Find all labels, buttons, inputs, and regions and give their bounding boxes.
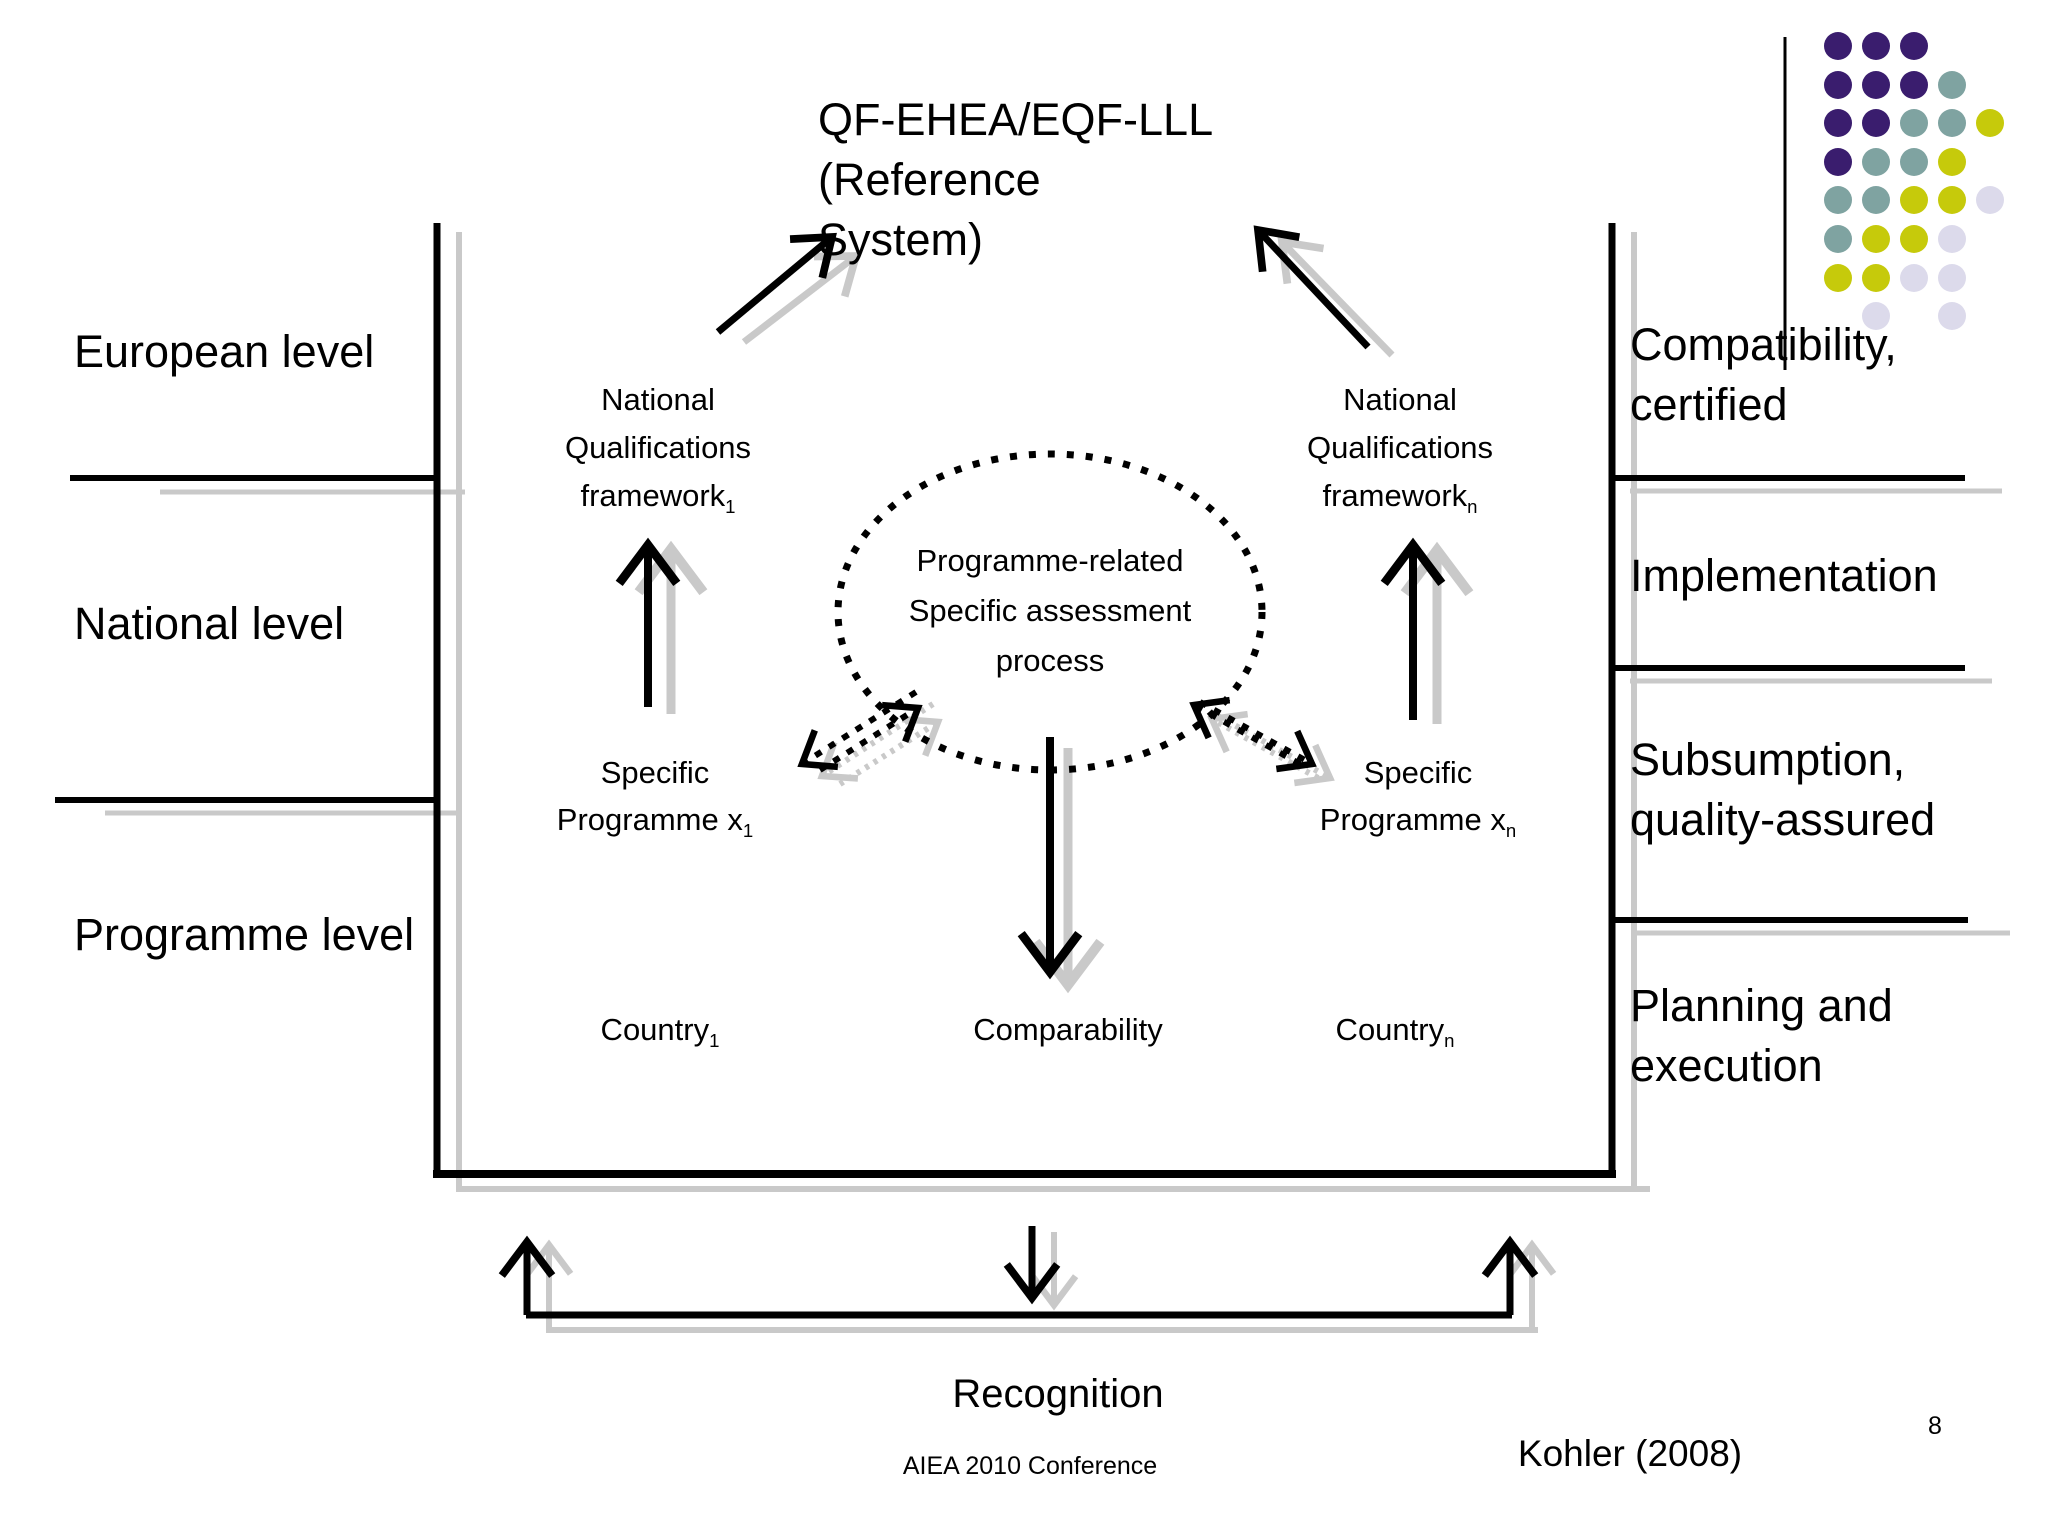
- logo-dot: [1862, 225, 1890, 253]
- sp1-base: Programme x: [556, 802, 743, 837]
- logo-dot: [1938, 70, 1966, 99]
- subsumption-line-2: quality-assured: [1630, 794, 1936, 845]
- nqf1-line-1: National: [601, 382, 715, 417]
- arrow-nqfn-to-title: [1253, 225, 1371, 350]
- footer-citation: Kohler (2008): [1517, 1433, 1743, 1474]
- label-subsumption: Subsumption, quality-assured: [1630, 730, 1935, 850]
- title-line-3: System): [818, 214, 984, 265]
- spn-line-1: Specific: [1363, 755, 1473, 790]
- shadow-dotted-spn-to-ellipse: [1207, 710, 1320, 781]
- logo-dot: [1900, 263, 1928, 292]
- nqf1-subscript: 1: [725, 496, 736, 518]
- ellipse-line-1: Programme-related: [916, 543, 1184, 578]
- logo-dot: [1862, 302, 1890, 331]
- logo-dot: [1900, 147, 1928, 176]
- footer-conference: AIEA 2010 Conference: [902, 1452, 1158, 1480]
- nqf1-base: framework: [580, 478, 726, 513]
- planning-line-2: execution: [1630, 1040, 1823, 1091]
- logo-dot: [1862, 147, 1890, 176]
- logo-dot: [1862, 109, 1890, 138]
- spn-base: Programme x: [1319, 802, 1506, 837]
- label-nqf-1: National Qualifications framework1: [565, 376, 751, 531]
- slide-title: QF-EHEA/EQF-LLL (Reference System): [818, 90, 1213, 270]
- nqfn-base: framework: [1322, 478, 1468, 513]
- label-recognition: Recognition: [952, 1372, 1164, 1416]
- sp1-line-2: Programme x1: [557, 796, 753, 854]
- logo-dot: [1900, 109, 1928, 138]
- logo-dot: [1862, 70, 1890, 99]
- shadow-arrow-right-to-title: [1277, 237, 1395, 358]
- implementation-line-1: Implementation: [1630, 550, 1938, 601]
- subsumption-line-1: Subsumption,: [1630, 734, 1906, 785]
- logo-dot: [1824, 32, 1852, 60]
- shadow-arrow-left-to-title: [741, 252, 862, 345]
- logo-dot: [1862, 263, 1890, 292]
- dotted-arrow-ellipse-to-spn: [1198, 699, 1317, 773]
- logo-dot: [1824, 225, 1852, 253]
- logo-dot: [1938, 147, 1966, 176]
- logo-dot: [1938, 263, 1966, 292]
- title-line-2: (Reference: [818, 154, 1041, 205]
- compatibility-line-2: certified: [1630, 379, 1788, 430]
- countryn-subscript: n: [1444, 1030, 1455, 1052]
- logo-dot: [1900, 70, 1928, 99]
- country1-subscript: 1: [709, 1030, 720, 1052]
- arrow-nqf1-to-title: [715, 232, 837, 335]
- logo-dot: [1824, 263, 1852, 292]
- logo-dot: [1976, 186, 2004, 215]
- page-number: 8: [1928, 1412, 1942, 1440]
- logo-dot: [1824, 70, 1852, 99]
- label-european-level: European level: [74, 326, 375, 377]
- spn-line-2: Programme xn: [1320, 796, 1516, 854]
- logo-dot: [1976, 109, 2004, 138]
- sp1-line-1: Specific: [600, 755, 710, 790]
- planning-line-1: Planning and: [1630, 980, 1893, 1031]
- logo-dot: [1824, 147, 1852, 176]
- country1-base: Country: [600, 1012, 710, 1047]
- spn-subscript: n: [1505, 820, 1517, 842]
- label-national-level: National level: [74, 598, 345, 649]
- label-implementation: Implementation: [1630, 546, 1938, 606]
- logo-dot: [1938, 109, 1966, 138]
- dotted-arrow-sp1-to-ellipse: [818, 701, 923, 773]
- label-compatibility-certified: Compatibility, certified: [1630, 315, 1897, 435]
- title-line-1: QF-EHEA/EQF-LLL: [818, 94, 1214, 145]
- label-programme-level: Programme level: [74, 909, 415, 960]
- compatibility-line-1: Compatibility,: [1630, 319, 1897, 370]
- label-assessment-process: Programme-related Specific assessment pr…: [909, 536, 1192, 686]
- logo-dot: [1900, 32, 1928, 60]
- nqfn-line-3: frameworkn: [1307, 472, 1493, 531]
- logo-dot: [1938, 302, 1966, 331]
- label-specific-programme-xn: Specific Programme xn: [1320, 749, 1516, 854]
- label-planning-execution: Planning and execution: [1630, 976, 1893, 1096]
- countryn-base: Country: [1335, 1012, 1445, 1047]
- assessment-process-ellipse: [834, 450, 1266, 774]
- shadow-dotted-ellipse-to-spn: [1216, 713, 1335, 787]
- nqfn-line-2: Qualifications: [1306, 430, 1494, 465]
- logo-dot: [1900, 186, 1928, 215]
- ellipse-line-3: process: [995, 643, 1105, 678]
- label-specific-programme-x1: Specific Programme x1: [557, 749, 753, 854]
- shadow-dotted-ellipse-to-sp1: [817, 701, 935, 782]
- logo-dot: [1862, 186, 1890, 215]
- logo-dot: [1824, 186, 1852, 215]
- label-comparability: Comparability: [973, 1012, 1163, 1047]
- logo-dot: [1938, 225, 1966, 253]
- ellipse-line-2: Specific assessment: [908, 593, 1192, 628]
- sp1-subscript: 1: [742, 820, 754, 842]
- logo-dot: [1824, 109, 1852, 138]
- logo-dot: [1862, 32, 1890, 60]
- nqf1-line-2: Qualifications: [564, 430, 752, 465]
- nqf1-line-3: framework1: [565, 472, 751, 531]
- nqfn-line-1: National: [1343, 382, 1457, 417]
- label-nqf-n: National Qualifications frameworkn: [1307, 376, 1493, 531]
- logo-dot: [1938, 186, 1966, 215]
- nqfn-subscript: n: [1467, 496, 1478, 518]
- label-country-1: Country1: [601, 1012, 720, 1052]
- label-country-n: Countryn: [1336, 1012, 1455, 1052]
- logo-dot: [1900, 225, 1928, 253]
